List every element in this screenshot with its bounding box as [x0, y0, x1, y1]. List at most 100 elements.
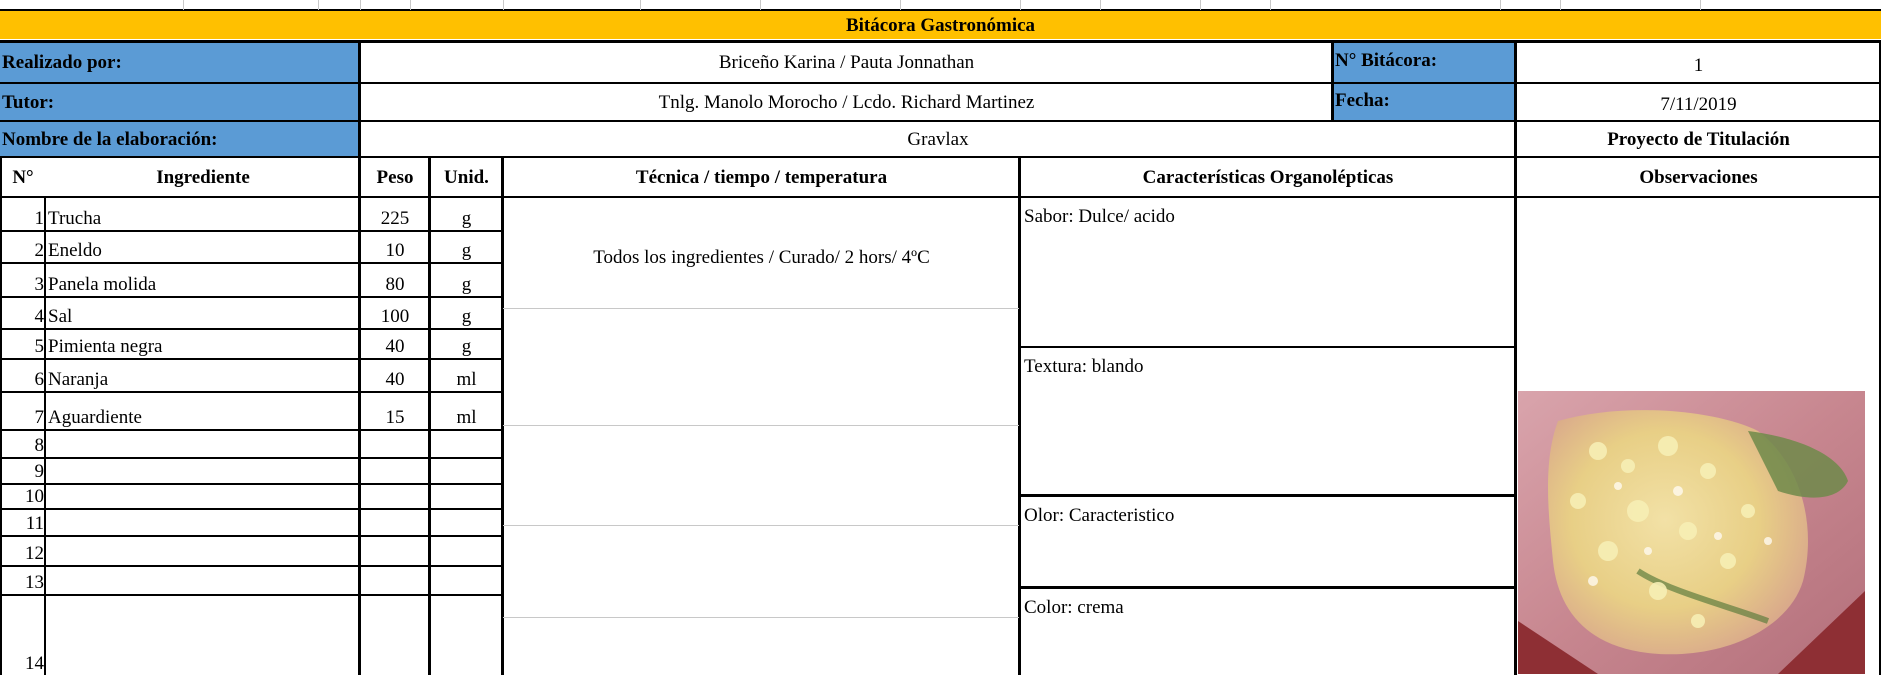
nombre-label: Nombre de la elaboración: [0, 122, 360, 156]
gravlax-photo-image [1518, 391, 1865, 674]
row-unid: g [461, 240, 472, 261]
row-number: 3 [34, 274, 45, 295]
grid-line [0, 196, 1881, 198]
sabor-text: Sabor: Dulce/ acido [1024, 206, 1175, 227]
grid-line [0, 508, 503, 510]
grid-line [0, 594, 503, 596]
grid-line [1200, 0, 1201, 10]
row-peso: 10 [385, 240, 405, 261]
grid-line [0, 156, 2, 675]
grid-line [501, 156, 504, 675]
row-ingrediente: Sal [48, 306, 73, 327]
row-number: 12 [25, 543, 44, 564]
row-peso: 15 [385, 407, 405, 428]
sheet-title: Bitácora Gastronómica [0, 11, 1881, 39]
col-ingrediente: Ingrediente [156, 166, 250, 188]
row-number: 8 [34, 435, 45, 456]
row-ingrediente: Naranja [48, 369, 109, 390]
grid-line [0, 40, 1881, 43]
row-peso: 40 [385, 336, 405, 357]
grid-line [900, 0, 901, 10]
row-unid: g [461, 306, 472, 327]
grid-line [1560, 0, 1561, 10]
row-ingrediente: Eneldo [48, 240, 102, 261]
row-number: 1 [34, 208, 45, 229]
realizado-value: Briceño Karina / Pauta Jonnathan [718, 52, 975, 73]
grid-line [1020, 586, 1515, 589]
row-ingrediente: Trucha [48, 208, 102, 229]
grid-line [1018, 156, 1021, 675]
grid-line [318, 0, 319, 10]
row-number: 10 [25, 486, 44, 507]
grid-line [640, 0, 641, 10]
grid-line [0, 535, 503, 537]
col-unid: Unid. [444, 166, 489, 188]
grid-line [0, 230, 503, 232]
col-tecnica: Técnica / tiempo / temperatura [635, 166, 888, 188]
grid-line [1100, 0, 1101, 10]
textura-text: Textura: blando [1024, 356, 1144, 377]
grid-line [1879, 40, 1881, 675]
grid-line [360, 0, 361, 10]
col-caracteristicas: Características Organolépticas [1142, 166, 1394, 188]
grid-line [0, 457, 503, 459]
grid-line [0, 120, 1881, 122]
grid-line [0, 296, 503, 298]
fecha-label: Fecha: [1333, 84, 1516, 120]
row-peso: 80 [385, 274, 405, 295]
grid-line [503, 425, 1019, 426]
row-unid: g [461, 208, 472, 229]
fecha-value: 7/11/2019 [1660, 93, 1737, 115]
proyecto-label: Proyecto de Titulación [1607, 128, 1790, 150]
grid-line [0, 156, 1881, 158]
grid-line [1020, 0, 1021, 10]
row-number: 9 [34, 461, 45, 482]
row-unid: g [461, 336, 472, 357]
grid-line [0, 391, 503, 393]
grid-line [428, 156, 431, 675]
row-number: 5 [34, 336, 45, 357]
grid-line [0, 328, 503, 330]
row-ingrediente: Aguardiente [48, 407, 142, 428]
grid-line [0, 358, 503, 360]
grid-line [410, 0, 411, 10]
col-peso: Peso [376, 166, 414, 188]
grid-line [358, 156, 361, 675]
grid-line [0, 565, 503, 567]
row-peso: 225 [380, 208, 410, 229]
grid-line [760, 0, 761, 10]
row-number: 14 [25, 653, 44, 674]
row-unid: ml [456, 369, 477, 390]
grid-line [183, 0, 184, 10]
row-unid: ml [456, 407, 477, 428]
grid-line [0, 9, 1881, 11]
gravlax-photo [1518, 391, 1865, 674]
color-text: Color: crema [1024, 597, 1124, 618]
tutor-label: Tutor: [0, 84, 360, 120]
grid-line [1020, 346, 1515, 348]
grid-line [1700, 0, 1701, 10]
row-number: 2 [34, 240, 45, 261]
bitacora-value: 1 [1693, 55, 1704, 76]
bitacora-label: N° Bitácora: [1333, 43, 1516, 82]
grid-line [1270, 0, 1271, 10]
grid-line [503, 308, 1019, 309]
row-number: 11 [25, 513, 44, 534]
realizado-label: Realizado por: [0, 43, 360, 82]
grid-line [0, 262, 503, 264]
tecnica-text: Todos los ingredientes / Curado/ 2 hors/… [593, 246, 930, 268]
col-num: N° [12, 166, 34, 188]
row-unid: g [461, 274, 472, 295]
grid-line [1331, 40, 1334, 122]
row-peso: 100 [380, 306, 410, 327]
grid-line [1514, 40, 1517, 675]
row-peso: 40 [385, 369, 405, 390]
grid-line [503, 525, 1019, 526]
row-number: 7 [34, 407, 45, 428]
grid-line [1020, 494, 1515, 497]
grid-line [358, 40, 361, 158]
grid-line [503, 0, 504, 10]
row-number: 6 [34, 369, 45, 390]
grid-line [0, 483, 503, 485]
